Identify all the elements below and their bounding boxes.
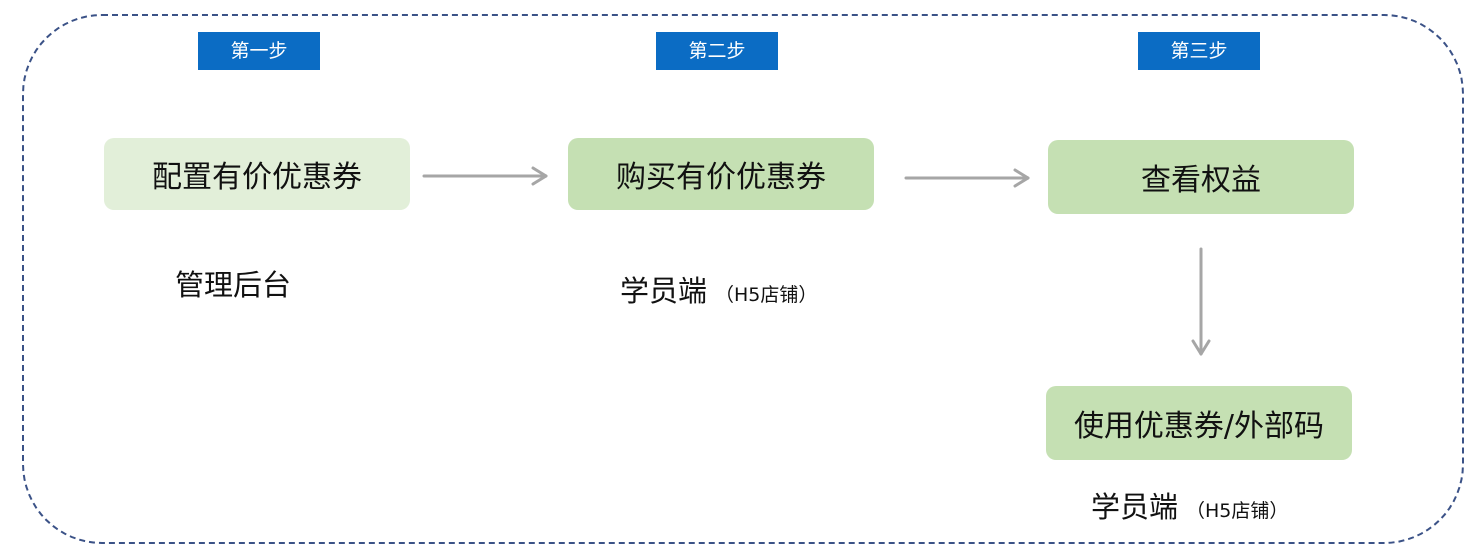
arrow-step1-to-step2 — [422, 166, 548, 186]
caption-admin-backend: 管理后台 — [175, 262, 291, 304]
caption-student-h5-2: 学员端 （H5店铺） — [1091, 484, 1288, 526]
node-configure-paid-coupon: 配置有价优惠券 — [104, 138, 410, 210]
arrow-step2-to-step3 — [904, 168, 1030, 188]
caption-student-main-2: 学员端 — [1091, 490, 1179, 524]
node-view-benefits: 查看权益 — [1048, 140, 1354, 214]
step-badge-2: 第二步 — [656, 32, 778, 70]
dashed-frame — [22, 14, 1464, 544]
caption-student-main-1: 学员端 — [620, 274, 708, 308]
caption-student-sub-1: （H5店铺） — [715, 284, 818, 306]
node-use-coupon: 使用优惠券/外部码 — [1046, 386, 1352, 460]
arrow-step3-to-use — [1191, 247, 1211, 356]
caption-student-sub-2: （H5店铺） — [1186, 500, 1289, 522]
caption-admin-main: 管理后台 — [175, 268, 292, 302]
step-badge-1: 第一步 — [198, 32, 320, 70]
step-badge-3: 第三步 — [1138, 32, 1260, 70]
node-buy-paid-coupon: 购买有价优惠券 — [568, 138, 874, 210]
caption-student-h5-1: 学员端 （H5店铺） — [620, 268, 817, 310]
